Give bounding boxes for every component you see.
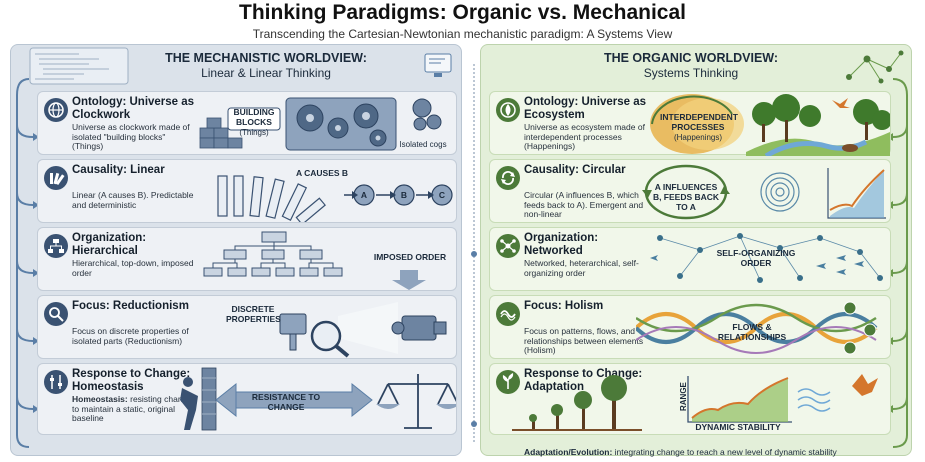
magnifier-icon <box>44 302 68 326</box>
monitor-illustration <box>424 53 452 77</box>
org-row-focus: Focus: Holism Focus on patterns, flows, … <box>489 295 891 359</box>
code-window-illustration <box>29 47 129 85</box>
org-row-organization: Organization: Networked Networked, heter… <box>489 227 891 291</box>
ecosystem-illustration <box>650 94 890 156</box>
mechanistic-heading-subtitle: Linear & Linear Thinking <box>201 66 331 80</box>
mechanistic-panel: THE MECHANISTIC WORLDVIEW: Linear & Line… <box>10 44 462 456</box>
dominoes-illustration <box>217 175 453 222</box>
org-row-change: Response to Change: Adaptation RANGE DYN… <box>489 363 891 435</box>
row-title: Organization: Networked <box>524 232 599 257</box>
hierarchy-icon <box>44 234 68 258</box>
ecosystem-icon <box>496 98 520 122</box>
adaptation-note: Adaptation/Evolution: integrating change… <box>524 447 904 458</box>
holism-icon <box>496 302 520 326</box>
feedback-loop-illustration <box>642 164 886 220</box>
mech-row-focus: Focus: Reductionism Focus on discrete pr… <box>37 295 457 359</box>
clockwork-illustration <box>199 97 442 151</box>
organic-heading-subtitle: Systems Thinking <box>643 66 739 80</box>
flows-illustration <box>636 301 878 355</box>
mech-row-causality: Causality: Linear Linear (A causes B). P… <box>37 159 457 223</box>
organic-heading-title: THE ORGANIC WORLDVIEW: <box>603 51 779 65</box>
node-b-label: B <box>400 190 408 200</box>
flows-relationships-label: FLOWS & RELATIONSHIPS <box>717 322 787 342</box>
org-chart-illustration <box>203 231 426 290</box>
adaptation-illustration <box>512 374 878 431</box>
row-description: Circular (A influences B, which feeds ba… <box>524 190 644 220</box>
things-label: (Things) <box>239 128 269 137</box>
resistance-to-change-label: RESISTANCE TO CHANGE <box>251 392 321 412</box>
adaptation-note-term: Adaptation/Evolution: <box>524 447 613 457</box>
adaptation-note-text: integrating change to reach a new level … <box>612 447 837 457</box>
row-description: Networked, heterarchical, self-organizin… <box>524 258 639 278</box>
row-description: Focus on discrete properties of isolated… <box>72 326 189 346</box>
mechanistic-heading-title: THE MECHANISTIC WORLDVIEW: <box>165 51 367 65</box>
row-title: Response to Change: Homeostasis <box>72 368 191 393</box>
page-title: Thinking Paradigms: Organic vs. Mechanic… <box>239 1 686 24</box>
row-title: Ontology: Universe as Clockwork <box>72 96 195 121</box>
network-illustration <box>846 50 904 84</box>
adaptation-icon <box>496 370 520 394</box>
homeostasis-illustration <box>180 367 456 431</box>
row-description: Linear (A causes B). Predictable and det… <box>72 190 194 210</box>
mechanistic-heading: THE MECHANISTIC WORLDVIEW: Linear & Line… <box>131 51 401 81</box>
row-title: Focus: Holism <box>524 300 604 312</box>
homeostasis-definition: resisting change to maintain a static, o… <box>72 394 193 424</box>
row-description: Universe as clockwork made of isolated "… <box>72 122 190 152</box>
cycle-icon <box>496 166 520 190</box>
network-icon <box>496 234 520 258</box>
sliders-icon <box>44 370 68 394</box>
organic-flow-arrows <box>887 78 908 448</box>
node-a-label: A <box>360 190 368 200</box>
dominoes-icon <box>44 166 68 190</box>
mech-row-ontology: Ontology: Universe as Clockwork Universe… <box>37 91 457 155</box>
range-label: RANGE <box>679 382 688 411</box>
mech-row-change: Response to Change: Homeostasis Homeosta… <box>37 363 457 435</box>
node-c-label: C <box>438 190 446 200</box>
interdependent-processes-label: INTERDEPENDENT PROCESSES <box>660 112 738 132</box>
reductionism-illustration <box>279 302 447 358</box>
row-title: Focus: Reductionism <box>72 300 189 312</box>
imposed-order-label: IMPOSED ORDER <box>373 252 447 262</box>
organic-heading: THE ORGANIC WORLDVIEW: Systems Thinking <box>571 51 811 81</box>
row-title: Causality: Linear <box>72 164 165 176</box>
organic-panel: THE ORGANIC WORLDVIEW: Systems Thinking … <box>480 44 912 456</box>
isolated-cogs-label: Isolated cogs <box>399 140 447 149</box>
mech-row-organization: Organization: Hierarchical Hierarchical,… <box>37 227 457 291</box>
globe-icon <box>44 98 68 122</box>
row-title: Causality: Circular <box>524 164 626 176</box>
row-description: Focus on patterns, flows, and relationsh… <box>524 326 644 356</box>
self-organizing-order-label: SELF-ORGANIZING ORDER <box>716 248 796 268</box>
discrete-properties-label: DISCRETE PROPERTIES <box>226 304 281 324</box>
a-causes-b-label: A CAUSES B <box>295 168 349 178</box>
row-title: Ontology: Universe as Ecosystem <box>524 96 647 121</box>
dynamic-stability-label: DYNAMIC STABILITY <box>695 422 781 432</box>
mechanistic-flow-arrows <box>16 78 39 448</box>
row-description: Homeostasis: resisting change to maintai… <box>72 394 194 424</box>
row-title: Organization: Hierarchical <box>72 232 147 257</box>
happenings-label: (Happenings) <box>673 133 723 142</box>
row-description: Hierarchical, top-down, imposed order <box>72 258 194 278</box>
row-description: Universe as ecosystem made of interdepen… <box>524 122 645 152</box>
homeostasis-term: Homeostasis: <box>72 394 128 404</box>
self-organizing-illustration <box>650 233 883 283</box>
building-blocks-label: BUILDING BLOCKS <box>233 107 275 127</box>
feedback-label: A INFLUENCES B, FEEDS BACK TO A <box>652 182 720 212</box>
page-subtitle: Transcending the Cartesian-Newtonian mec… <box>252 27 673 41</box>
org-row-ontology: Ontology: Universe as Ecosystem Universe… <box>489 91 891 156</box>
org-row-causality: Causality: Circular Circular (A influenc… <box>489 159 891 223</box>
